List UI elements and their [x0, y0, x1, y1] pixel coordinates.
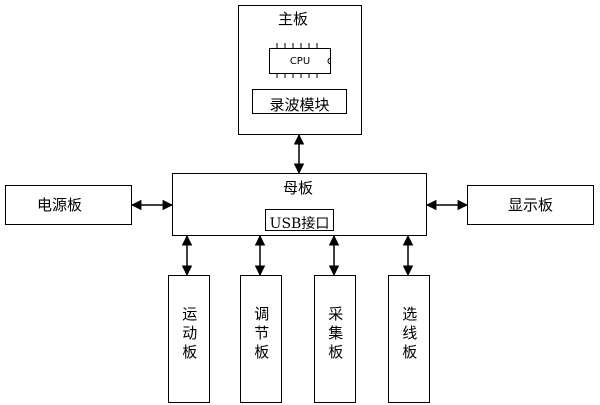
display-board-label: 显示板 [508, 196, 554, 214]
bottom-board-1-box: 运动板 [168, 275, 210, 403]
recorder-module-label: 录波模块 [269, 96, 330, 114]
display-board-box: 显示板 [467, 185, 594, 225]
bottom-board-3-box: 采集板 [314, 275, 356, 403]
bottom-board-3-label: 采集板 [326, 306, 345, 363]
usb-interface-label: USB接口 [269, 216, 330, 232]
motherboard-title: 母板 [283, 179, 314, 197]
cpu-pins-icon [327, 57, 331, 65]
recorder-module-box: 录波模块 [252, 89, 347, 114]
bottom-board-4-box: 选线板 [388, 275, 430, 403]
motherboard-box: 母板 USB接口 [172, 173, 427, 236]
bottom-board-2-box: 调节板 [240, 275, 282, 403]
power-board-box: 电源板 [5, 185, 132, 225]
power-board-label: 电源板 [37, 196, 83, 214]
cpu-label: CPU [289, 56, 311, 67]
bottom-board-1-label: 运动板 [180, 306, 199, 363]
mainboard-title: 主板 [278, 10, 309, 28]
usb-interface-box: USB接口 [265, 209, 334, 232]
mainboard-box: 主板 CPU 录波模块 [238, 5, 362, 135]
bottom-board-4-label: 选线板 [400, 306, 419, 363]
bottom-board-2-label: 调节板 [252, 306, 271, 363]
cpu-chip: CPU [269, 48, 331, 74]
